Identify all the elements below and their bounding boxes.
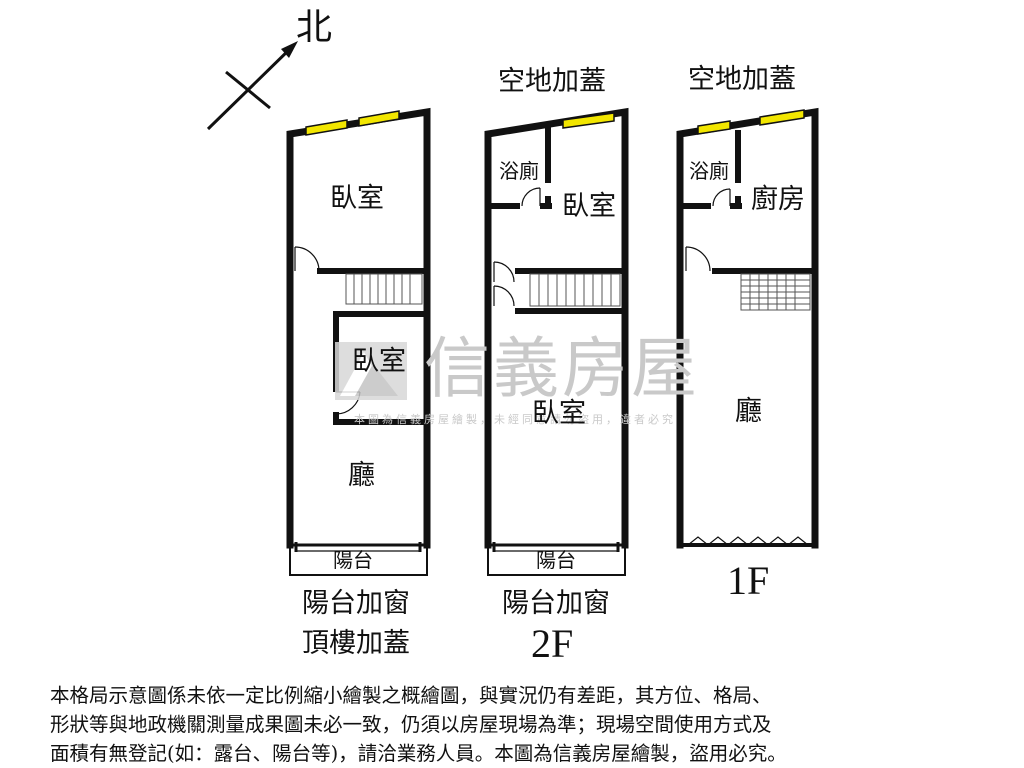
window-icon xyxy=(562,112,615,129)
north-arrow-icon xyxy=(206,41,298,131)
room-label-balcony: 陽台 xyxy=(333,548,373,572)
compass-label: 北 xyxy=(296,7,333,48)
room-label-bedroom: 臥室 xyxy=(330,183,384,214)
disclaimer-line: 面積有無登記(如：露台、陽台等)，請洽業務人員。本圖為信義房屋繪製，盜用必究。 xyxy=(50,742,787,765)
disclaimer-line: 本格局示意圖係未依一定比例縮小繪製之概繪圖，與實況仍有差距，其方位、格局、 xyxy=(50,684,772,707)
stairs-icon xyxy=(345,273,423,305)
watermark-notice: 本圖為信義房屋繪製，未經同意請勿盜用，違者必究 xyxy=(354,413,676,426)
room-label-living-room: 廳 xyxy=(735,396,762,427)
plan-caption: 陽台加窗 xyxy=(302,588,410,619)
room-label-bedroom: 臥室 xyxy=(352,346,406,377)
room-label-bedroom: 臥室 xyxy=(562,191,616,222)
stairs-icon xyxy=(529,273,621,307)
floor-label: 1F xyxy=(727,558,770,603)
room-label-bedroom: 臥室 xyxy=(532,398,586,429)
room-label-kitchen: 廚房 xyxy=(751,184,805,215)
folding-door-icon xyxy=(687,536,809,546)
door-swing-icon xyxy=(685,188,731,272)
disclaimer-text: 本格局示意圖係未依一定比例縮小繪製之概繪圖，與實況仍有差距，其方位、格局、 形狀… xyxy=(50,681,990,768)
room-label-balcony: 陽台 xyxy=(536,548,576,572)
room-label-living-room: 廳 xyxy=(348,460,375,491)
plan-floor-1 xyxy=(676,107,819,549)
stairs-icon xyxy=(740,273,811,311)
window-icon xyxy=(697,109,805,135)
floor-label: 2F xyxy=(531,621,574,666)
door-swing-icon xyxy=(294,246,320,272)
brand-watermark-logo-icon xyxy=(335,342,407,400)
door-swing-icon xyxy=(493,187,541,307)
balcony-frame xyxy=(289,542,428,576)
watermark-brand: 信義房屋 xyxy=(424,330,700,407)
exterior-walls xyxy=(676,107,819,549)
balcony-frame xyxy=(487,542,626,576)
plan-caption: 頂樓加蓋 xyxy=(302,628,410,659)
plan-floor-2 xyxy=(484,107,629,576)
plan-header: 空地加蓋 xyxy=(688,64,796,95)
room-label-bathroom: 浴廁 xyxy=(689,159,729,183)
disclaimer-line: 形狀等與地政機關測量成果圖未必一致，仍須以房屋現場為準；現場空間使用方式及 xyxy=(50,713,772,736)
plan-caption: 陽台加窗 xyxy=(502,588,610,619)
window-icon xyxy=(305,110,400,136)
exterior-walls xyxy=(484,107,629,549)
room-label-bathroom: 浴廁 xyxy=(499,159,539,183)
plan-header: 空地加蓋 xyxy=(498,66,606,97)
